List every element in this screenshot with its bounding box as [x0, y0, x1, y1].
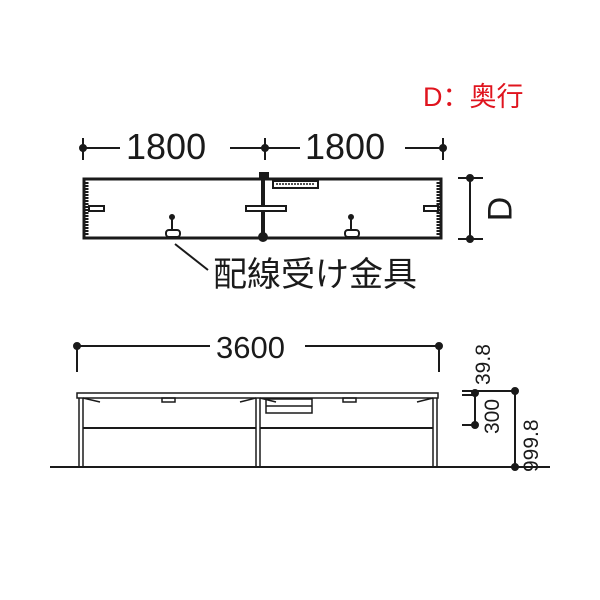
depth-dimension	[458, 174, 483, 243]
elevation-width-dimension	[73, 342, 443, 372]
plan-width-right: 1800	[305, 126, 386, 167]
dim-panel-height: 300	[481, 398, 504, 434]
wiring-bracket-callout: 配線受け金具	[213, 256, 417, 294]
depth-legend: D：奥行	[423, 82, 524, 112]
dim-top-offset: 39.8	[472, 344, 495, 385]
depth-label: D	[481, 196, 520, 222]
plan-width-left: 1800	[126, 126, 207, 167]
elevation-view	[50, 392, 550, 468]
height-dimensions	[462, 387, 519, 471]
plan-view	[82, 172, 443, 271]
elevation-total-width: 3600	[216, 330, 285, 365]
dim-total-height: 999.8	[520, 419, 543, 472]
plan-width-dimension	[79, 138, 447, 160]
